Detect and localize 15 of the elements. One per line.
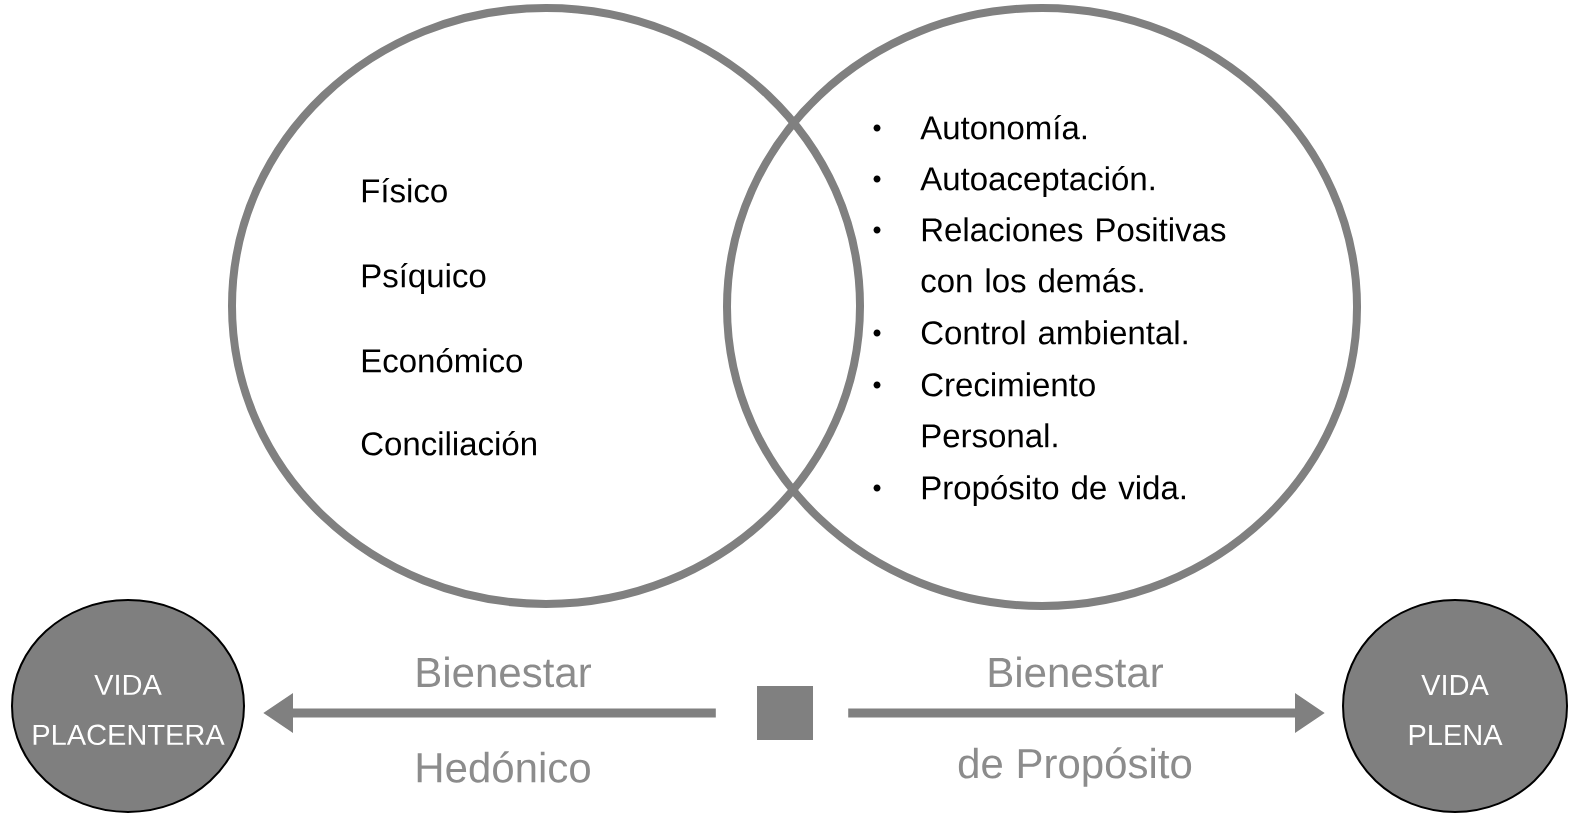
edge-label: Bienestar [417,656,591,688]
edge-label: Bienestar [989,656,1163,688]
list-item: Económico [362,347,523,373]
list-item: Control ambiental. [921,320,1187,345]
list-item: Autonomía. [920,114,1086,140]
list-item: Propósito de vida. [922,474,1185,507]
list-item: Crecimiento Personal. [921,372,1095,448]
caption-text: de Propósito [958,747,1192,787]
list-item: Autoaceptación. [920,165,1154,198]
caption-text: Hedónico [417,751,590,783]
list-item: Relaciones Positivas con los demás. [921,217,1226,293]
list-item: Psíquico [362,262,486,295]
square-marker [757,686,813,740]
list-item: Físico [362,177,447,203]
list-item: Conciliación [361,430,536,456]
